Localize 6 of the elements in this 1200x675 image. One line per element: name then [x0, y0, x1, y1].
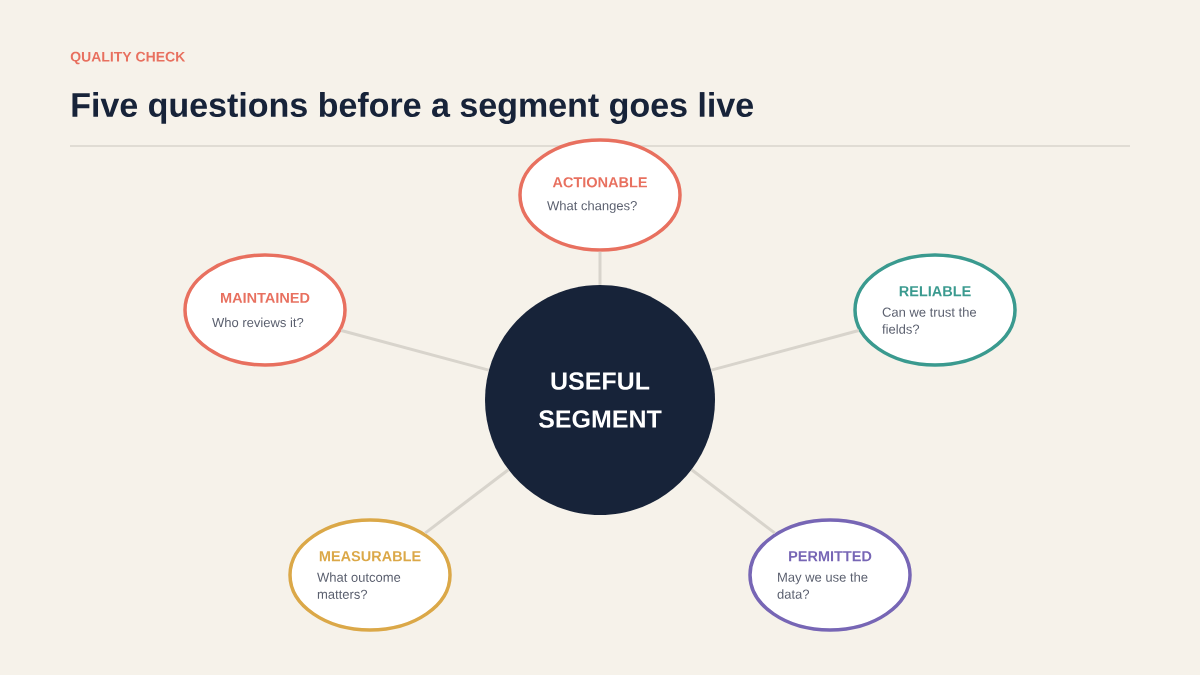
- kicker-text: QUALITY CHECK: [70, 51, 186, 65]
- connector-line: [710, 329, 860, 372]
- connector-line: [340, 329, 490, 372]
- connector-line: [690, 468, 776, 535]
- title: Five questions before a segment goes live: [72, 92, 753, 124]
- connector-line: [424, 468, 510, 535]
